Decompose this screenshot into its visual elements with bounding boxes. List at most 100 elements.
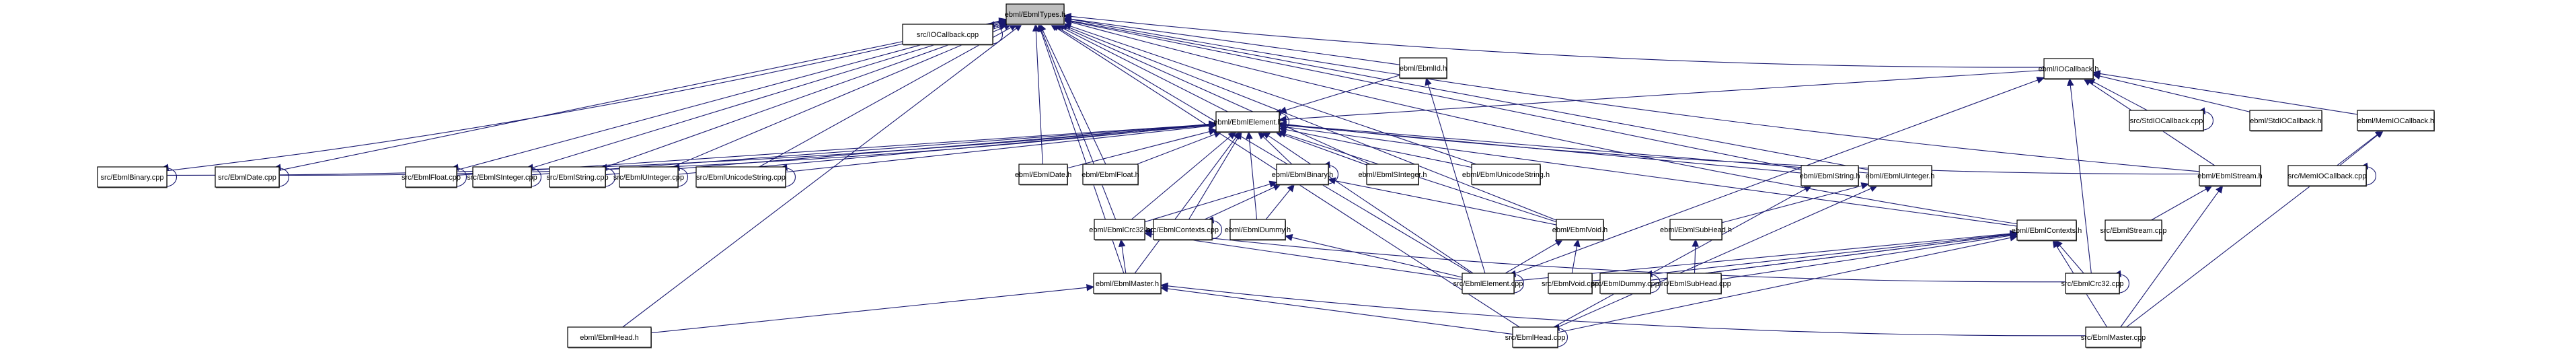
arrowhead-icon [1425,77,1432,86]
node-uint-h[interactable]: ebml/EbmlUInteger.h [1866,165,1935,187]
node-box [2065,273,2120,294]
node-label: src/EbmlElement.cpp [1453,280,1523,288]
node-master-cpp[interactable]: src/EbmlMaster.cpp [2081,326,2146,349]
node-box [1669,219,1722,240]
arrowhead-icon [1086,284,1095,291]
edge-string-cpp-to-elem-h [605,124,1217,176]
node-contexts-cpp[interactable]: src/EbmlContexts.cpp [1147,219,1219,241]
node-box [695,166,786,188]
node-box [1153,219,1213,240]
node-date-h[interactable]: ebml/EbmlDate.h [1015,164,1071,186]
node-date-cpp[interactable]: src/EbmlDate.cpp [215,166,280,188]
edge-subhead-h-to-uint-h [1721,183,1869,223]
node-box [2287,165,2367,186]
edge-sint-h-to-elem-h [1275,131,1367,166]
edge-element-cpp-to-void-h [1505,239,1563,274]
node-iocb-h[interactable]: ebml/IOCallback.h [2039,58,2099,80]
node-void-cpp[interactable]: src/EbmlVoid.cpp [1542,273,1599,295]
node-element-cpp[interactable]: src/EbmlElement.cpp [1453,273,1523,295]
edge-element-cpp-to-types [1051,24,1472,274]
node-label: src/StdIOCallback.cpp [2130,117,2203,125]
node-subhead-h[interactable]: ebml/EbmlSubHead.h [1660,219,1732,241]
node-label: src/EbmlDummy.cpp [1591,280,1659,288]
edge-uint-h-to-elem-h [1279,124,1869,174]
node-stream-cpp[interactable]: src/EbmlStream.cpp [2100,219,2167,242]
node-label: ebml/EbmlHead.h [580,334,638,342]
node-stream-h[interactable]: ebml/EbmlStream.h [2197,165,2263,187]
node-label: ebml/EbmlUnicodeString.h [1462,171,1550,179]
arrowhead-icon [1063,18,1072,26]
node-string-h[interactable]: ebml/EbmlString.h [1800,165,1860,187]
node-stdiocb-h[interactable]: ebml/StdIOCallback.h [2249,110,2322,132]
arrowhead-icon [1284,234,1293,242]
node-label: ebml/EbmlStream.h [2197,172,2263,180]
node-float-cpp[interactable]: src/EbmlFloat.cpp [402,166,461,188]
node-iocb-cpp[interactable]: src/IOCallback.cpp [902,24,993,46]
node-label: ebml/IOCallback.h [2039,65,2099,73]
arrowhead-icon [1208,128,1217,135]
edge-element-cpp-to-elem-h [1262,131,1474,274]
node-crc32-h[interactable]: ebml/EbmlCrc32.h [1089,219,1150,241]
edge-master-h-to-elem-h [1134,131,1241,274]
node-label: src/EbmlDate.cpp [218,174,276,182]
node-sint-cpp[interactable]: src/EbmlSInteger.cpp [467,166,537,188]
edge-elem-h-to-types [1055,24,1228,112]
edge-uint-h-to-types [1063,19,1869,170]
edge-ebmlid-h-to-elem-h [1279,75,1400,113]
node-string-cpp[interactable]: src/EbmlString.cpp [546,166,609,188]
node-void-h[interactable]: ebml/EbmlVoid.h [1552,219,1608,241]
node-box [1229,219,1286,240]
edge-ustr-cpp-to-elem-h [785,125,1217,173]
edge-head-h-to-types [622,24,1022,328]
node-box [1801,165,1859,186]
node-dummy-h[interactable]: ebml/EbmlDummy.h [1225,219,1291,241]
node-ustr-cpp[interactable]: src/EbmlUnicodeString.cpp [695,166,786,188]
node-label: src/EbmlSInteger.cpp [467,174,537,182]
node-label: src/IOCallback.cpp [917,31,979,39]
arrowhead-icon [1246,131,1253,139]
edge-binary-cpp-to-types [166,19,1007,172]
node-box [1215,111,1280,133]
node-head-cpp[interactable]: src/EbmlHead.cpp [1505,326,1566,349]
node-subhead-cpp[interactable]: src/EbmlSubHead.cpp [1657,273,1731,295]
node-dummy-cpp[interactable]: src/EbmlDummy.cpp [1591,273,1659,295]
arrowhead-icon [1208,122,1217,130]
node-crc32-cpp[interactable]: src/EbmlCrc32.cpp [2061,273,2124,295]
node-contexts-h[interactable]: ebml/EbmlContexts.h [2012,219,2082,242]
node-binary-h[interactable]: ebml/EbmlBinary.h [1272,164,1334,186]
node-box [1018,164,1068,185]
edge-iocb-h-to-types [1063,15,2045,68]
node-head-h[interactable]: ebml/EbmlHead.h [567,326,652,349]
arrowhead-icon [1160,282,1169,290]
node-box [1094,219,1145,240]
node-box [1556,219,1604,240]
node-box [2129,110,2204,131]
arrowhead-icon [2052,239,2060,248]
node-ustr-h[interactable]: ebml/EbmlUnicodeString.h [1462,164,1550,186]
node-label: src/EbmlMaster.cpp [2081,334,2146,342]
node-master-h[interactable]: ebml/EbmlMaster.h [1093,273,1162,295]
edge-dummy-h-to-elem-h [1248,131,1258,220]
node-memiocb-cpp[interactable]: src/MemIOCallback.cpp [2287,165,2367,187]
edge-void-cpp-to-contexts-h [1591,233,2018,281]
node-box [1462,273,1515,294]
node-uint-cpp[interactable]: src/EbmlUInteger.cpp [613,166,684,188]
node-memiocb-h[interactable]: ebml/MemIOCallback.h [2357,110,2435,132]
arrowhead-icon [1573,238,1581,248]
node-elem-h[interactable]: ebml/EbmlElement.h [1213,111,1282,133]
node-binary-cpp[interactable]: src/EbmlBinary.cpp [97,166,167,188]
edge-head-cpp-to-uint-h [1557,185,1878,328]
arrowhead-icon [1287,184,1295,192]
node-types[interactable]: ebml/EbmlTypes.h [1005,3,1065,26]
node-box [215,166,280,188]
node-float-h[interactable]: ebml/EbmlFloat.h [1082,164,1139,186]
node-sint-h[interactable]: ebml/EbmlSInteger.h [1358,164,1427,186]
node-ebmlid-h[interactable]: ebml/EbmlId.h [1399,57,1447,79]
edge-subhead-cpp-to-contexts-h [1720,234,2018,280]
edge-float-h-to-elem-h [1137,131,1221,165]
node-stdiocb-cpp[interactable]: src/StdIOCallback.cpp [2129,110,2204,132]
edge-string-h-to-types [1063,20,1802,170]
arrowhead-icon [1233,131,1241,140]
node-box [1512,326,1558,348]
arrowhead-icon [2215,185,2224,194]
